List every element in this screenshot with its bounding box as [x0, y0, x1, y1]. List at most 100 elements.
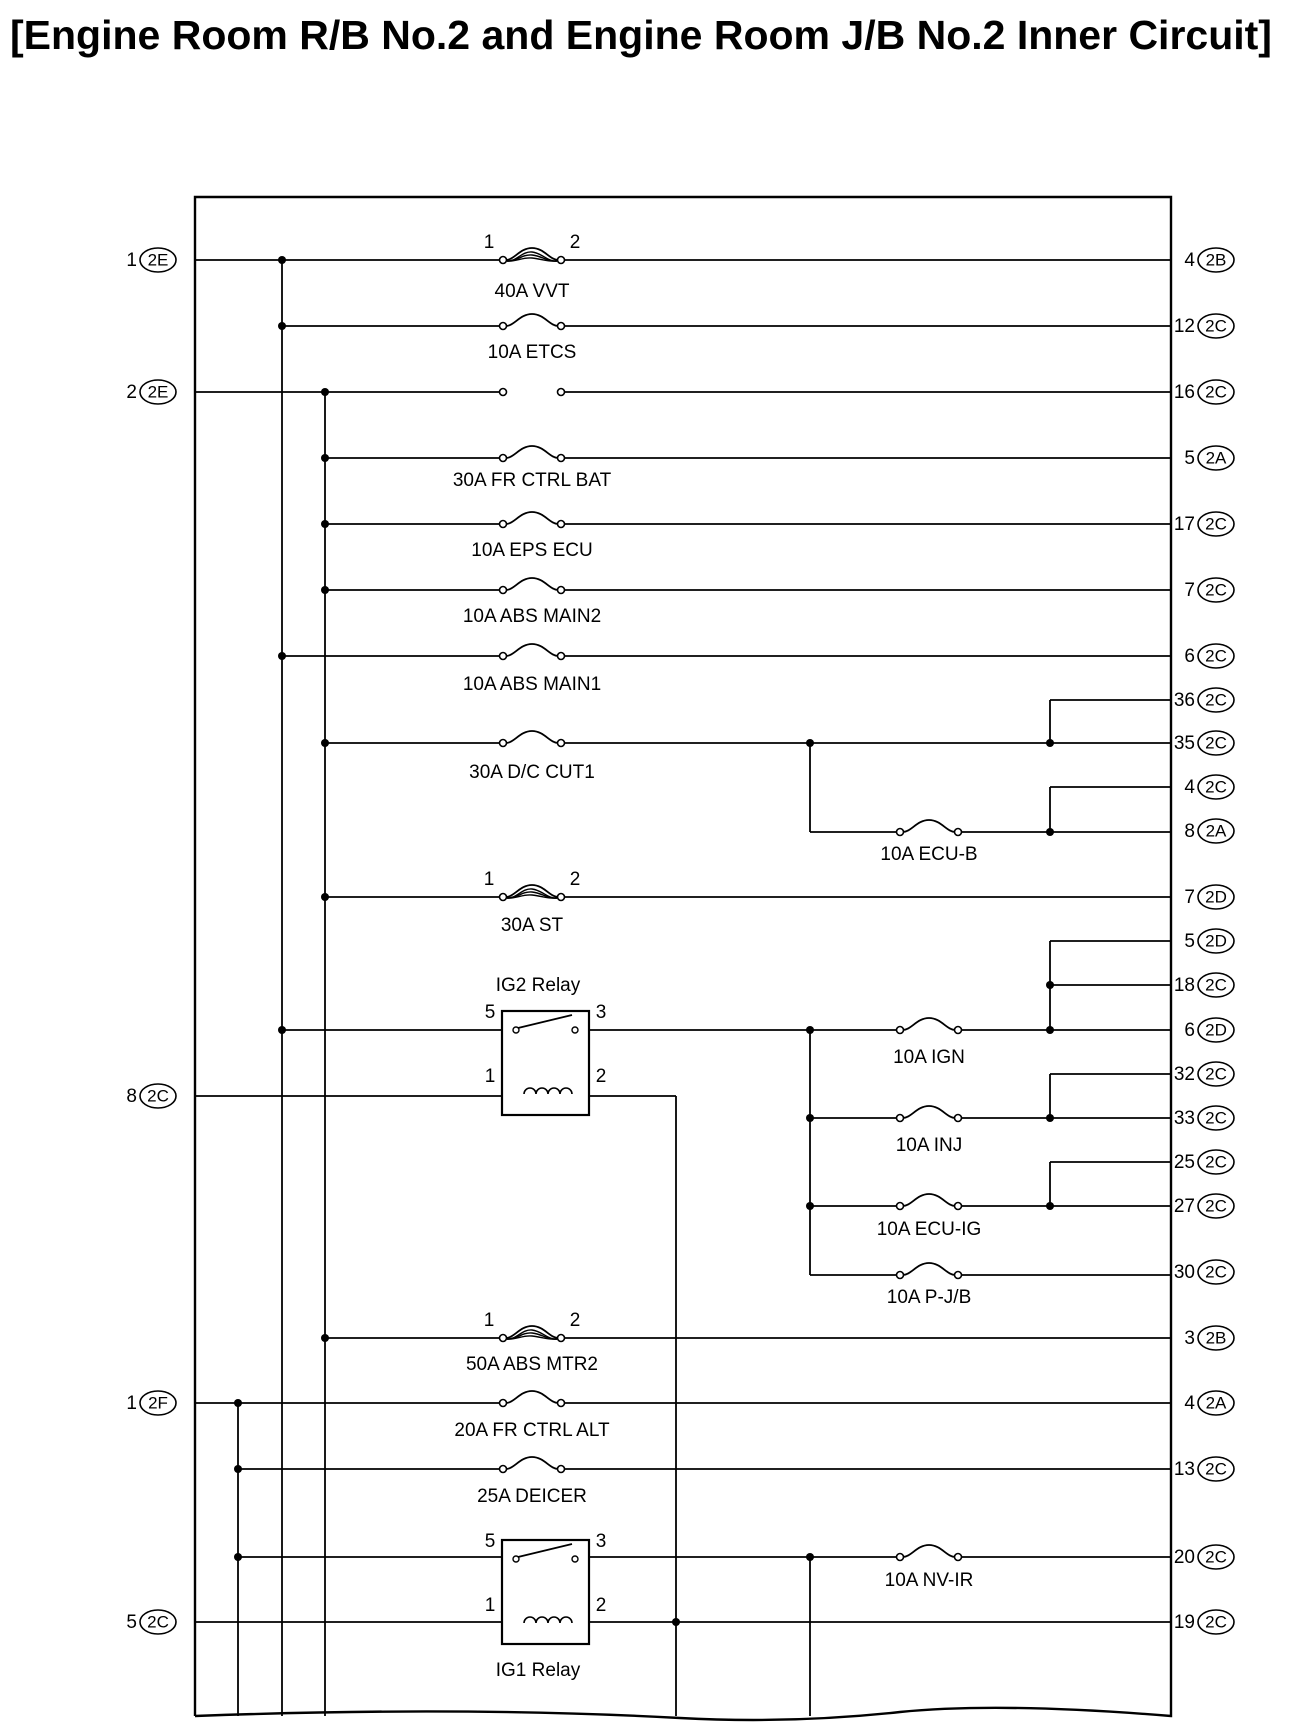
fuse-label: 30A D/C CUT1: [469, 762, 595, 783]
connector-oval: [139, 247, 177, 273]
connector-code: 2D: [1205, 887, 1227, 906]
fuse-element: [505, 1390, 559, 1404]
connector-code: 2E: [148, 250, 169, 269]
fuse-terminal: [498, 321, 508, 331]
fuse-pin-label: 2: [570, 232, 581, 253]
connector-oval: [1197, 445, 1235, 471]
junction-dot: [1046, 1114, 1054, 1122]
relay-coil: [523, 1087, 573, 1095]
fuse-terminal: [895, 827, 905, 837]
junction-dot: [278, 1026, 286, 1034]
junction-dot: [672, 1618, 680, 1626]
pin-number: 13: [1174, 1459, 1195, 1480]
fuse-terminal: [556, 651, 566, 661]
connector-code: 2C: [1205, 777, 1227, 796]
fuse-label: 20A FR CTRL ALT: [454, 1420, 610, 1441]
symbols: [139, 247, 1235, 1646]
pin-number: 18: [1174, 975, 1195, 996]
connector-oval: [139, 1609, 177, 1635]
fuse-element: [506, 894, 558, 899]
relay-switch-arm: [517, 1543, 573, 1558]
fuse-terminal: [953, 1201, 963, 1211]
junction-dot: [278, 322, 286, 330]
fuse-label: 10A ECU-IG: [877, 1219, 982, 1240]
relay-pin-label: 2: [596, 1066, 607, 1087]
fuse-pin-label: 1: [484, 1310, 495, 1331]
fuse-element: [505, 445, 559, 459]
relay-contact: [571, 1026, 579, 1034]
pin-number: 35: [1174, 733, 1195, 754]
fuse-element: [506, 1335, 558, 1340]
connector-oval: [1197, 687, 1235, 713]
fuse-terminal: [556, 519, 566, 529]
fuse-symbol: [498, 445, 566, 463]
fuse-symbol: [498, 1390, 566, 1408]
connector-oval: [1197, 730, 1235, 756]
relay-pin-label: 5: [485, 1531, 496, 1552]
pin-number: 19: [1174, 1612, 1195, 1633]
connector-oval: [1197, 1390, 1235, 1416]
connector-code: 2C: [147, 1612, 169, 1631]
fuse-label: 10A INJ: [896, 1135, 963, 1156]
pin-number: 32: [1174, 1064, 1195, 1085]
fuse-terminal: [498, 738, 508, 748]
fuse-terminal: [498, 1398, 508, 1408]
fuse-terminal: [556, 1333, 566, 1343]
connector-oval: [1197, 1105, 1235, 1131]
connector-code: 2C: [1205, 1108, 1227, 1127]
junction-dot: [321, 388, 329, 396]
fuse-terminal: [953, 827, 963, 837]
pin-number: 27: [1174, 1196, 1195, 1217]
fuse-terminal: [498, 519, 508, 529]
connector-code: 2F: [148, 1393, 168, 1412]
connector-oval: [1197, 1609, 1235, 1635]
connector-oval: [1197, 1259, 1235, 1285]
fuse-label: 10A ETCS: [488, 342, 577, 363]
fuse-terminal: [895, 1201, 905, 1211]
fuse-pin-label: 2: [570, 1310, 581, 1331]
pin-number: 5: [1184, 931, 1195, 952]
connector-code: 2C: [1205, 514, 1227, 533]
connector-oval: [1197, 884, 1235, 910]
fuse-element: [505, 313, 559, 327]
connector-oval: [1197, 1193, 1235, 1219]
fuse-label: 30A FR CTRL BAT: [453, 470, 612, 491]
fuse-terminal: [498, 387, 508, 397]
fuse-terminal: [895, 1552, 905, 1562]
fuse-terminal: [953, 1113, 963, 1123]
fuse-terminal: [556, 892, 566, 902]
connector-code: 2C: [1205, 690, 1227, 709]
pin-number: 4: [1184, 1393, 1195, 1414]
pin-number: 20: [1174, 1547, 1195, 1568]
connector-oval: [1197, 774, 1235, 800]
fuse-label: 10A P-J/B: [887, 1287, 972, 1308]
junction-dot: [321, 454, 329, 462]
fuse-terminal: [556, 1464, 566, 1474]
fuse-element: [505, 730, 559, 744]
pin-number: 25: [1174, 1152, 1195, 1173]
fuse-symbol: [895, 1105, 963, 1123]
fuse-label: 10A IGN: [893, 1047, 965, 1068]
connector-oval: [1197, 247, 1235, 273]
pin-number: 1: [126, 250, 137, 271]
relay-name: IG2 Relay: [496, 975, 581, 996]
pin-number: 1: [126, 1393, 137, 1414]
connector-oval: [1197, 1149, 1235, 1175]
fuse-element: [505, 1456, 559, 1470]
fuse-label: 30A ST: [501, 915, 564, 936]
connector-oval: [1197, 379, 1235, 405]
fuse-symbol: [498, 511, 566, 529]
junction-dot: [806, 1553, 814, 1561]
fuse-label: 10A NV-IR: [885, 1570, 974, 1591]
fusible-link-symbol: [498, 884, 566, 902]
pin-number: 4: [1184, 250, 1195, 271]
wires: [193, 195, 1173, 1722]
pin-number: 5: [126, 1612, 137, 1633]
fuse-terminal: [498, 453, 508, 463]
connector-code: 2C: [1205, 646, 1227, 665]
fuse-element: [505, 577, 559, 591]
relay-pin-label: 5: [485, 1002, 496, 1023]
fuse-element: [506, 257, 558, 262]
pin-number: 6: [1184, 1020, 1195, 1041]
junction-dot: [278, 652, 286, 660]
